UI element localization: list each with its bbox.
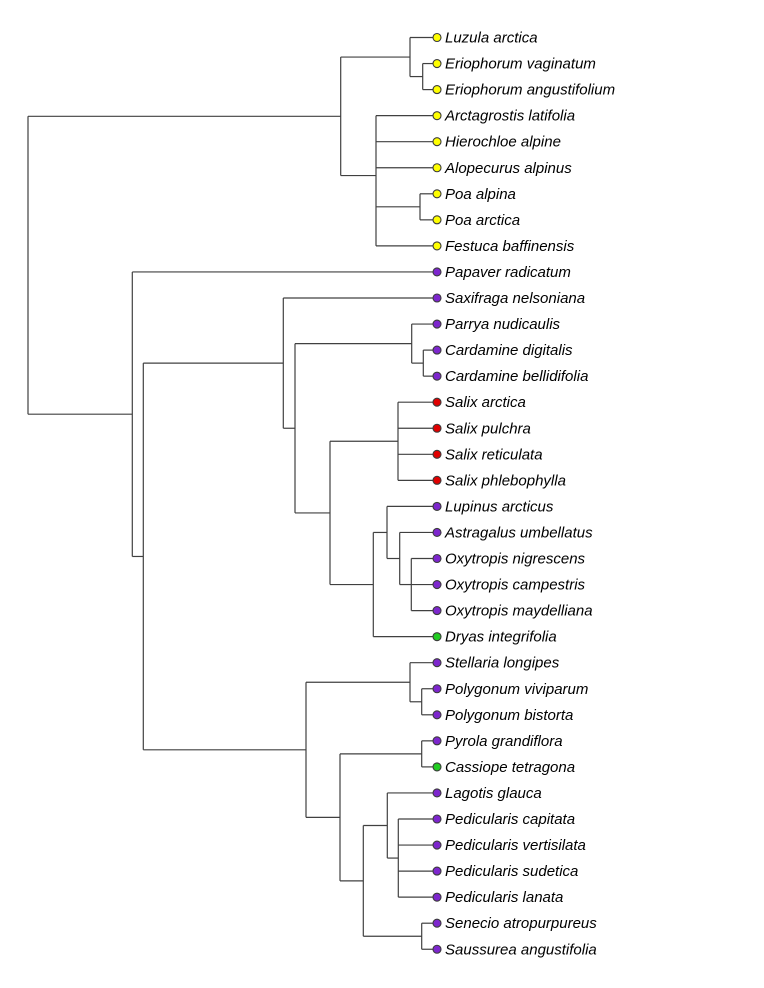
- species-label: Cassiope tetragona: [445, 759, 575, 776]
- species-label: Parrya nudicaulis: [445, 316, 561, 333]
- species-dot-purple: [432, 736, 442, 746]
- species-dot-purple: [432, 345, 442, 355]
- species-label: Salix arctica: [445, 394, 526, 411]
- species-dot-green: [432, 632, 442, 642]
- species-dot-purple: [432, 579, 442, 590]
- species-dot-yellow: [432, 111, 442, 121]
- species-label: Polygonum bistorta: [445, 707, 573, 724]
- species-label: Polygonum viviparum: [445, 681, 588, 698]
- species-label: Pedicularis sudetica: [445, 863, 578, 880]
- species-label: Poa arctica: [445, 212, 520, 229]
- species-dot-red: [432, 475, 442, 485]
- species-label: Salix pulchra: [445, 420, 531, 437]
- species-dot-red: [432, 397, 442, 407]
- species-dot-yellow: [432, 215, 442, 225]
- species-dot-purple: [432, 788, 442, 798]
- species-dot-yellow: [432, 58, 442, 69]
- species-dot-yellow: [432, 32, 442, 43]
- species-dot-purple: [432, 553, 442, 564]
- species-dot-red: [432, 423, 442, 433]
- species-dot-purple: [432, 710, 442, 720]
- species-label: Papaver radicatum: [445, 264, 571, 281]
- species-label: Pyrola grandiflora: [445, 733, 563, 750]
- species-dot-purple: [432, 371, 442, 381]
- species-dot-purple: [432, 658, 442, 668]
- species-dot-purple: [432, 840, 442, 850]
- species-label: Luzula arctica: [445, 30, 538, 47]
- species-label: Salix phlebophylla: [445, 472, 566, 489]
- species-dot-purple: [432, 606, 442, 616]
- species-dot-yellow: [432, 189, 442, 199]
- species-dot-purple: [432, 501, 442, 511]
- species-label: Stellaria longipes: [445, 655, 560, 672]
- species-label: Lupinus arcticus: [445, 498, 554, 515]
- species-label: Pedicularis capitata: [445, 811, 575, 828]
- species-dot-purple: [432, 319, 442, 329]
- species-label: Festuca baffinensis: [445, 238, 575, 255]
- species-dot-red: [432, 449, 442, 459]
- species-dot-yellow: [432, 163, 442, 173]
- species-label: Cardamine digitalis: [445, 342, 573, 359]
- species-dot-purple: [432, 814, 442, 824]
- species-label: Eriophorum angustifolium: [445, 82, 615, 99]
- species-label: Astragalus umbellatus: [444, 524, 593, 541]
- species-dot-purple: [432, 684, 442, 694]
- species-dot-purple: [432, 866, 442, 876]
- species-label: Oxytropis campestris: [445, 577, 586, 594]
- species-label: Salix reticulata: [445, 446, 543, 463]
- species-label: Poa alpina: [445, 186, 516, 203]
- species-label: Senecio atropurpureus: [445, 915, 597, 932]
- species-label: Alopecurus alpinus: [444, 160, 572, 177]
- species-label: Cardamine bellidifolia: [445, 368, 588, 385]
- species-label: Lagotis glauca: [445, 785, 542, 802]
- species-label: Arctagrostis latifolia: [444, 108, 575, 125]
- species-dot-green: [432, 762, 442, 772]
- species-label: Saxifraga nelsoniana: [445, 290, 585, 307]
- species-dot-purple: [432, 892, 442, 902]
- species-label: Dryas integrifolia: [445, 629, 557, 646]
- species-dot-purple: [432, 293, 442, 303]
- species-dot-purple: [432, 267, 442, 277]
- species-dot-yellow: [432, 137, 442, 147]
- species-label: Eriophorum vaginatum: [445, 56, 596, 73]
- species-label: Oxytropis maydelliana: [445, 603, 593, 620]
- species-dot-purple: [432, 918, 442, 928]
- species-label: Oxytropis nigrescens: [445, 551, 586, 568]
- species-dot-yellow: [432, 241, 442, 251]
- species-label: Pedicularis vertisilata: [445, 837, 586, 854]
- species-label: Pedicularis lanata: [445, 889, 563, 906]
- species-label: Hierochloe alpine: [445, 134, 561, 151]
- species-dot-purple: [432, 944, 442, 954]
- species-dot-purple: [432, 527, 442, 538]
- species-dot-yellow: [432, 85, 442, 95]
- species-label: Saussurea angustifolia: [445, 941, 597, 958]
